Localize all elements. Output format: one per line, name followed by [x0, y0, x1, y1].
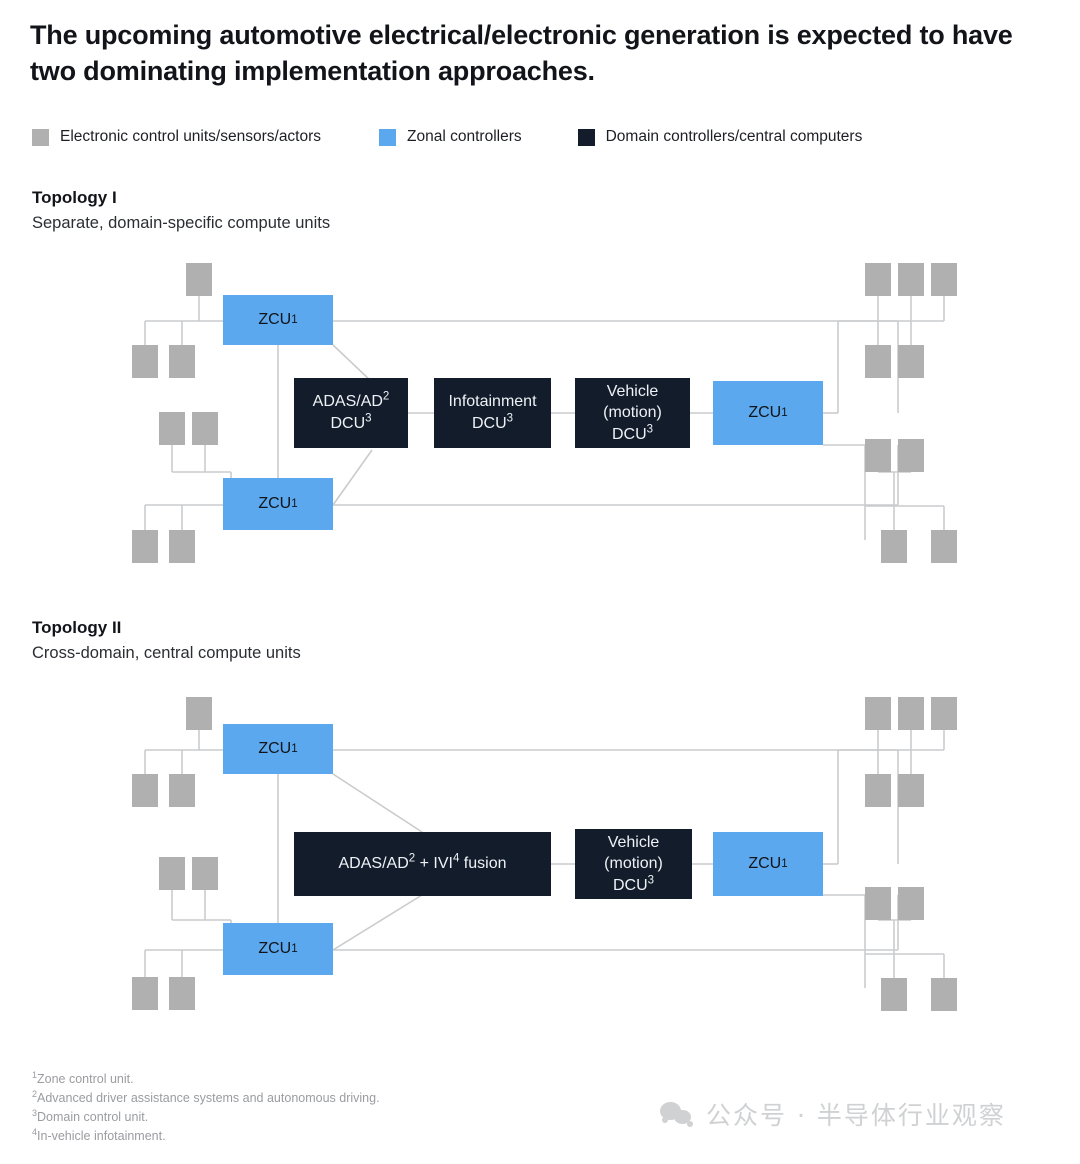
dcu-vehicle-motion[interactable]: Vehicle (motion) DCU3	[575, 378, 690, 448]
sensor-box	[186, 263, 212, 296]
sensor-box	[865, 887, 891, 920]
dcu-line-2: DCU3	[611, 423, 654, 443]
wechat-icon	[660, 1101, 694, 1127]
sensor-box	[169, 345, 195, 378]
dcu-line-2: DCU3	[612, 874, 655, 894]
legend-swatch-ecu	[32, 128, 49, 146]
sensor-box	[192, 857, 218, 890]
zcu-label: ZCU	[258, 495, 292, 513]
watermark-text: 公众号 · 半导体行业观察	[706, 1101, 1006, 1130]
sensor-box	[159, 412, 185, 445]
sensor-box	[898, 345, 924, 378]
dcu-line-2: DCU3	[471, 412, 514, 432]
sensor-box	[881, 530, 907, 563]
dcu-line-1: Infotainment	[448, 393, 537, 411]
dcu-infotainment[interactable]: Infotainment DCU3	[434, 378, 551, 448]
fusion-label: ADAS/AD2 + IVI4 fusion	[338, 852, 507, 873]
sensor-box	[931, 697, 957, 730]
sensor-box	[898, 263, 924, 296]
legend-label-zonal: Zonal controllers	[407, 128, 522, 145]
sensor-box	[132, 977, 158, 1010]
sensor-box	[881, 978, 907, 1011]
topology-1-subtitle: Separate, domain-specific compute units	[32, 213, 331, 232]
footnotes: 1Zone control unit. 2Advanced driver ass…	[32, 1070, 380, 1146]
zcu-label: ZCU	[258, 740, 292, 758]
footnote-3: 3Domain control unit.	[32, 1107, 149, 1124]
sensor-box	[169, 530, 195, 563]
zcu-label: ZCU	[258, 940, 292, 958]
legend-label-ecu: Electronic control units/sensors/actors	[60, 128, 322, 145]
topology-2-title: Topology II	[32, 618, 122, 637]
legend-item-ecu: Electronic control units/sensors/actors	[32, 128, 321, 146]
sensor-box	[186, 697, 212, 730]
dcu-vehicle-motion[interactable]: Vehicle (motion) DCU3	[575, 829, 692, 899]
topology-1-wires	[144, 296, 945, 540]
footnote-2: 2Advanced driver assistance systems and …	[32, 1088, 380, 1105]
sensor-box	[865, 697, 891, 730]
dcu-adas-ad[interactable]: ADAS/AD2 DCU3	[294, 378, 408, 448]
sensor-box	[931, 978, 957, 1011]
topology-2-subtitle: Cross-domain, central compute units	[32, 643, 301, 662]
watermark: 公众号 · 半导体行业观察	[660, 1096, 1006, 1132]
zcu-label: ZCU	[748, 404, 782, 422]
footnote-1: 1Zone control unit.	[32, 1069, 134, 1086]
legend-swatch-zonal	[379, 128, 397, 146]
dcu-line-1: Vehicle	[607, 833, 660, 851]
dcu-line-1: ADAS/AD2	[312, 391, 390, 411]
sensor-box	[898, 774, 924, 807]
sensor-box	[192, 412, 218, 445]
dcu-adas-ivi-fusion[interactable]: ADAS/AD2 + IVI4 fusion	[294, 832, 551, 896]
sensor-box	[169, 774, 195, 807]
zcu-label: ZCU	[748, 855, 782, 873]
topology-1-heading: Topology I Separate, domain-specific com…	[32, 186, 732, 235]
legend: Electronic control units/sensors/actors …	[32, 128, 862, 146]
sensor-box	[931, 263, 957, 296]
sensor-box	[931, 530, 957, 563]
sensor-box	[865, 263, 891, 296]
sensor-box	[865, 774, 891, 807]
zcu-label: ZCU	[258, 311, 292, 329]
sensor-box	[898, 887, 924, 920]
topology-1-title: Topology I	[32, 188, 117, 207]
topology-2-heading: Topology II Cross-domain, central comput…	[32, 616, 732, 665]
dcu-line-2: DCU3	[330, 412, 372, 432]
legend-item-zonal: Zonal controllers	[379, 128, 522, 146]
sensor-box	[159, 857, 185, 890]
dcu-line-1: Vehicle	[606, 382, 659, 400]
sensor-box	[132, 345, 158, 378]
sensor-box	[865, 345, 891, 378]
dcu-line-1b: (motion)	[604, 855, 663, 873]
sensor-box	[865, 439, 891, 472]
dcu-line-1b: (motion)	[603, 404, 662, 422]
legend-swatch-domain	[577, 128, 595, 146]
sensor-box	[898, 439, 924, 472]
footnote-4: 4In-vehicle infotainment.	[32, 1126, 166, 1143]
sensor-box	[169, 977, 195, 1010]
sensor-box	[132, 530, 158, 563]
legend-item-domain: Domain controllers/central computers	[577, 128, 863, 146]
page-title: The upcoming automotive electrical/elect…	[30, 20, 1013, 86]
sensor-box	[898, 697, 924, 730]
legend-label-domain: Domain controllers/central computers	[605, 128, 863, 145]
sensor-box	[132, 774, 158, 807]
